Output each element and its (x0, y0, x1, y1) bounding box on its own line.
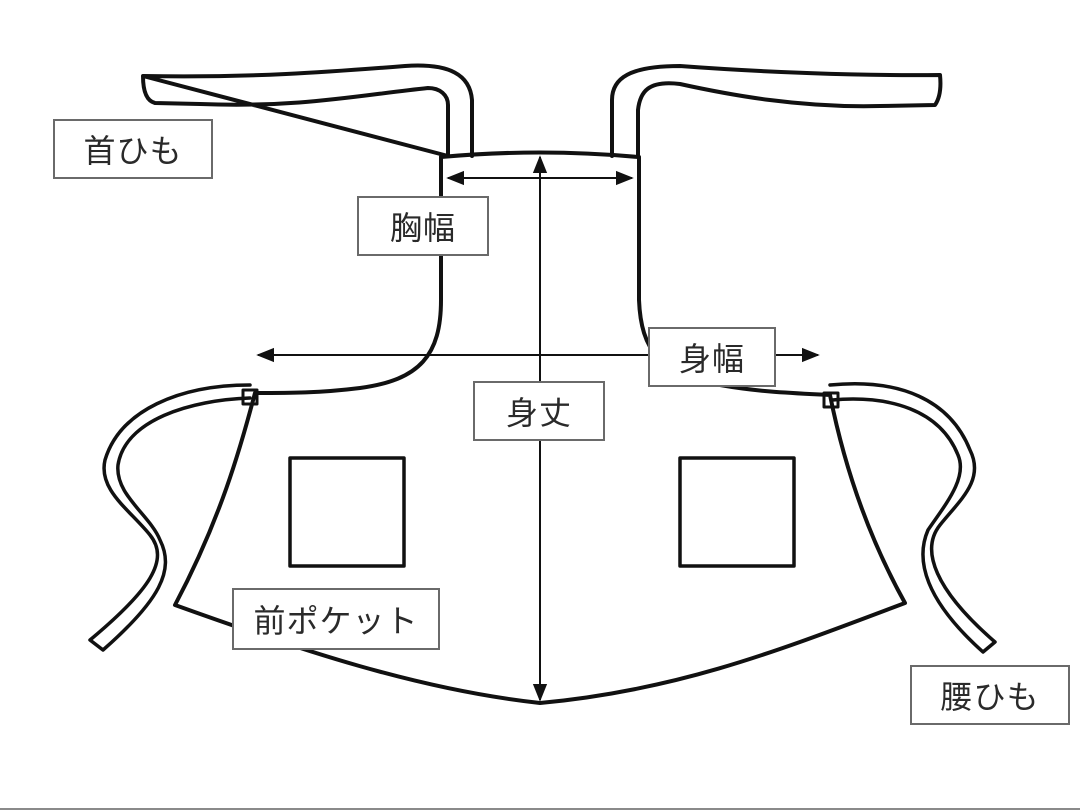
label-body-length: 身丈 (473, 381, 605, 441)
right-waist-strap (828, 382, 997, 654)
label-waist-strap: 腰ひも (910, 665, 1070, 725)
label-neck-strap: 首ひも (53, 119, 213, 179)
left-strap-loop (241, 388, 259, 406)
bib-top-edge (439, 150, 640, 159)
right-neck-strap (610, 64, 943, 158)
right-strap-loop (822, 391, 840, 409)
left-neck-strap (141, 63, 474, 158)
left-pocket (288, 456, 406, 568)
label-chest-width: 胸幅 (357, 196, 489, 256)
apron-body-outline (173, 155, 907, 705)
bottom-divider (0, 808, 1080, 810)
right-pocket (678, 456, 796, 568)
left-waist-strap (88, 383, 252, 652)
label-front-pocket: 前ポケット (232, 588, 440, 650)
label-body-width: 身幅 (648, 327, 776, 387)
